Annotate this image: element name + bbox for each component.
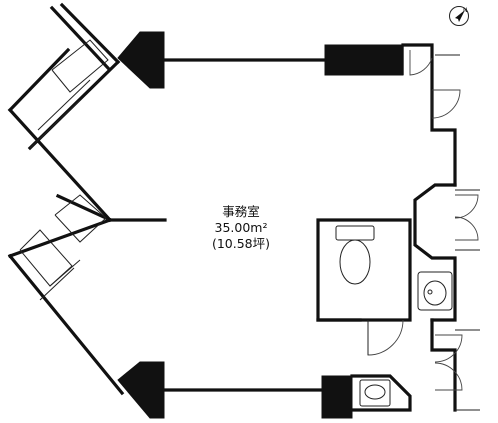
main-walls — [162, 43, 457, 412]
right-window-lines — [435, 54, 480, 411]
room-name: 事務室 — [222, 204, 260, 219]
column-top-right — [324, 44, 404, 76]
washbasin-fixture — [417, 271, 453, 311]
north-arrow-icon: N — [449, 6, 469, 26]
room-area-tsubo: (10.58坪) — [211, 236, 271, 251]
room-label: 事務室 35.00m² (10.58坪) — [196, 204, 286, 252]
column-top-left — [117, 31, 165, 89]
room-area: 35.00m² — [214, 220, 268, 235]
column-bottom-right — [321, 375, 353, 419]
north-label: N — [463, 7, 468, 14]
sink-fixture — [359, 379, 391, 407]
toilet-fixture — [335, 225, 375, 285]
column-bottom-left — [117, 361, 165, 419]
exterior-walls — [7, 2, 167, 396]
door-swings — [367, 50, 479, 391]
